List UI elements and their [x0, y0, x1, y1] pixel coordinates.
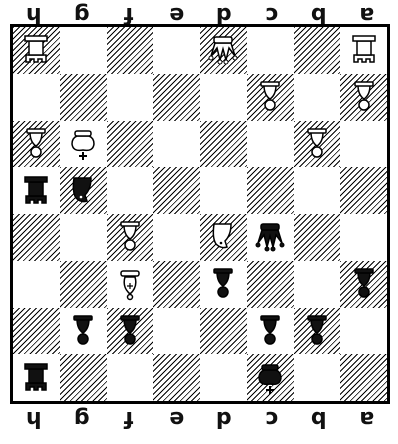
square-c4[interactable]: [247, 214, 294, 261]
square-g1[interactable]: [60, 354, 107, 401]
file-label: c: [248, 404, 296, 432]
white-pawn-icon[interactable]: [247, 74, 294, 121]
file-label: g: [58, 404, 106, 432]
square-c3[interactable]: [247, 261, 294, 308]
white-rook-icon[interactable]: [13, 27, 60, 74]
square-a2[interactable]: [340, 308, 387, 355]
square-h7[interactable]: [13, 74, 60, 121]
black-pawn-icon[interactable]: [107, 308, 154, 355]
square-e5[interactable]: [153, 167, 200, 214]
square-a1[interactable]: [340, 354, 387, 401]
square-b3[interactable]: [294, 261, 341, 308]
white-queen-icon[interactable]: [200, 27, 247, 74]
square-g6[interactable]: [60, 121, 107, 168]
square-d3[interactable]: [200, 261, 247, 308]
square-g7[interactable]: [60, 74, 107, 121]
square-c6[interactable]: [247, 121, 294, 168]
square-h2[interactable]: [13, 308, 60, 355]
square-d2[interactable]: [200, 308, 247, 355]
square-d7[interactable]: [200, 74, 247, 121]
black-king-icon[interactable]: [247, 354, 294, 401]
square-b2[interactable]: [294, 308, 341, 355]
square-e3[interactable]: [153, 261, 200, 308]
square-f8[interactable]: [107, 27, 154, 74]
white-pawn-icon[interactable]: [340, 74, 387, 121]
white-pawn-icon[interactable]: [107, 214, 154, 261]
square-a4[interactable]: [340, 214, 387, 261]
square-e6[interactable]: [153, 121, 200, 168]
square-d6[interactable]: [200, 121, 247, 168]
square-e7[interactable]: [153, 74, 200, 121]
square-b4[interactable]: [294, 214, 341, 261]
square-f2[interactable]: [107, 308, 154, 355]
square-f4[interactable]: [107, 214, 154, 261]
square-d5[interactable]: [200, 167, 247, 214]
black-queen-icon[interactable]: [247, 214, 294, 261]
black-pawn-icon[interactable]: [200, 261, 247, 308]
black-pawn-icon[interactable]: [340, 261, 387, 308]
square-g3[interactable]: [60, 261, 107, 308]
black-pawn-icon[interactable]: [60, 308, 107, 355]
square-g8[interactable]: [60, 27, 107, 74]
square-a8[interactable]: [340, 27, 387, 74]
square-a3[interactable]: [340, 261, 387, 308]
file-label: b: [295, 404, 343, 432]
square-e2[interactable]: [153, 308, 200, 355]
square-b1[interactable]: [294, 354, 341, 401]
square-f7[interactable]: [107, 74, 154, 121]
chess-board[interactable]: [10, 24, 390, 404]
white-bishop-icon[interactable]: [107, 261, 154, 308]
file-label: f: [105, 404, 153, 432]
file-label: d: [200, 404, 248, 432]
square-d1[interactable]: [200, 354, 247, 401]
file-label: a: [343, 404, 391, 432]
square-g5[interactable]: [60, 167, 107, 214]
square-h1[interactable]: [13, 354, 60, 401]
square-h6[interactable]: [13, 121, 60, 168]
white-pawn-icon[interactable]: [13, 121, 60, 168]
square-a6[interactable]: [340, 121, 387, 168]
square-a5[interactable]: [340, 167, 387, 214]
white-rook-icon[interactable]: [340, 27, 387, 74]
square-h8[interactable]: [13, 27, 60, 74]
black-pawn-icon[interactable]: [247, 308, 294, 355]
square-c7[interactable]: [247, 74, 294, 121]
square-b7[interactable]: [294, 74, 341, 121]
file-label: h: [10, 404, 58, 432]
square-f3[interactable]: [107, 261, 154, 308]
square-b6[interactable]: [294, 121, 341, 168]
white-knight-icon[interactable]: [200, 214, 247, 261]
square-e4[interactable]: [153, 214, 200, 261]
white-king-icon[interactable]: [60, 121, 107, 168]
square-e1[interactable]: [153, 354, 200, 401]
square-f6[interactable]: [107, 121, 154, 168]
square-h4[interactable]: [13, 214, 60, 261]
square-b8[interactable]: [294, 27, 341, 74]
white-pawn-icon[interactable]: [294, 121, 341, 168]
black-knight-icon[interactable]: [60, 167, 107, 214]
square-c5[interactable]: [247, 167, 294, 214]
square-e8[interactable]: [153, 27, 200, 74]
square-g4[interactable]: [60, 214, 107, 261]
file-labels-bottom: h g f e d c b a: [10, 404, 390, 432]
square-f5[interactable]: [107, 167, 154, 214]
square-c2[interactable]: [247, 308, 294, 355]
square-c1[interactable]: [247, 354, 294, 401]
square-f1[interactable]: [107, 354, 154, 401]
square-d8[interactable]: [200, 27, 247, 74]
square-b5[interactable]: [294, 167, 341, 214]
black-rook-icon[interactable]: [13, 354, 60, 401]
black-pawn-icon[interactable]: [294, 308, 341, 355]
square-d4[interactable]: [200, 214, 247, 261]
file-label: e: [153, 404, 201, 432]
square-c8[interactable]: [247, 27, 294, 74]
square-h5[interactable]: [13, 167, 60, 214]
square-g2[interactable]: [60, 308, 107, 355]
square-h3[interactable]: [13, 261, 60, 308]
black-rook-icon[interactable]: [13, 167, 60, 214]
square-a7[interactable]: [340, 74, 387, 121]
